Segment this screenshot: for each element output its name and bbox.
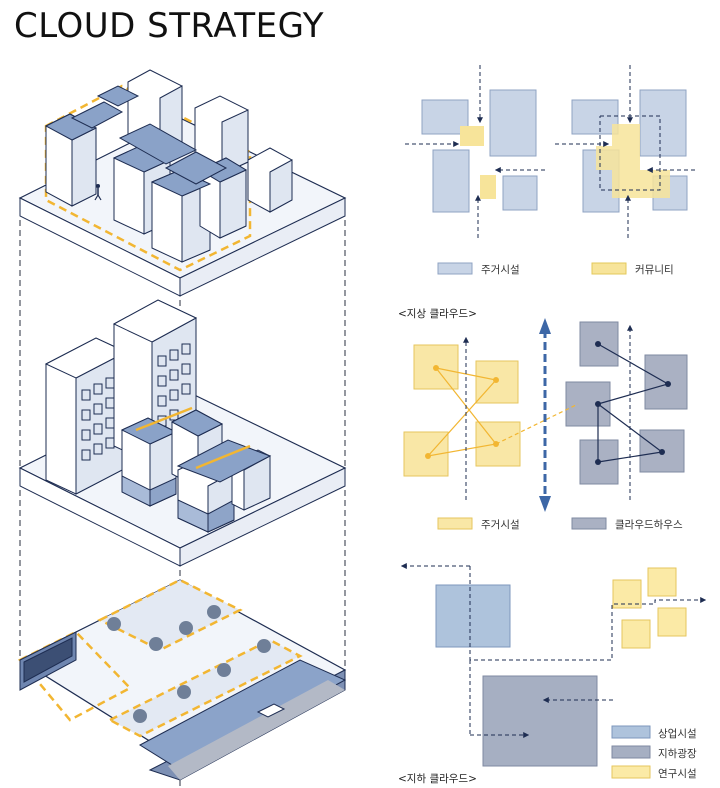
axis-double-arrow [539,318,551,512]
entrance-facade [19,631,77,691]
legend-swatch-plaza [611,745,651,759]
bottom-layer-underground [18,578,347,781]
legend-label-housing: 주거시설 [481,519,520,531]
diagram-underground-cloud: 상업시설 지하광장 연구시설 <지하 클라우드> [398,563,707,785]
housing-nodes [425,365,499,459]
legend-2: 주거시설 클라우드하우스 [437,517,683,531]
housing-squares [403,344,521,477]
flow-arrows-1 [405,65,695,238]
cloudhouse-links [597,343,670,463]
flow-arrows-2 [463,324,633,500]
pedestrian-figure-icon [94,184,102,201]
legend-label-cloudhouse: 클라우드하우스 [615,518,683,531]
cloudhouse-nodes [595,341,671,465]
community-blocks [460,124,670,199]
top-layer-housing [18,69,347,297]
legend-3: 상업시설 지하광장 연구시설 [611,725,697,780]
sunken-plaza-outline [97,578,243,652]
street-zone-outline [107,638,303,738]
community-roof-decks [44,85,248,197]
legend-label-plaza: 지하광장 [658,747,697,760]
legend-label-research: 연구시설 [658,768,697,780]
axonometric-stack [18,69,347,788]
tree-icons [107,605,271,723]
legend-swatch-community [591,262,627,275]
legend-1: 주거시설 커뮤니티 [437,262,674,276]
legend-swatch-housing [437,517,473,530]
flow-arrows-3 [400,563,707,738]
diagram-housing-community: 주거시설 커뮤니티 [405,65,695,276]
legend-swatch-cloudhouse [571,517,607,530]
page-title: CLOUD STRATEGY [14,6,324,46]
legend-swatch-research [611,765,651,779]
commercial-block [435,584,511,648]
legend-label-community: 커뮤니티 [635,264,674,276]
legend-label-residential: 주거시설 [481,264,520,276]
plaza-block [482,675,598,767]
caption-ground-cloud: <지상 클라우드> [398,308,477,320]
legend-swatch-residential [437,262,473,275]
tower-windows [81,343,191,461]
road [139,659,347,771]
legend-label-commercial: 상업시설 [658,727,697,740]
diagram-ground-cloud: <지상 클라우드> [398,308,688,531]
caption-underground-cloud: <지하 클라우드> [398,772,477,785]
legend-swatch-commercial [611,725,651,739]
middle-layer-cloudhouse [18,299,347,567]
connection-arrows [135,406,251,470]
community-zone-outline [44,84,252,272]
research-blocks [612,567,687,649]
cloud-houses [120,409,272,533]
car-icon [256,703,286,718]
cloudhouse-squares [565,321,688,485]
